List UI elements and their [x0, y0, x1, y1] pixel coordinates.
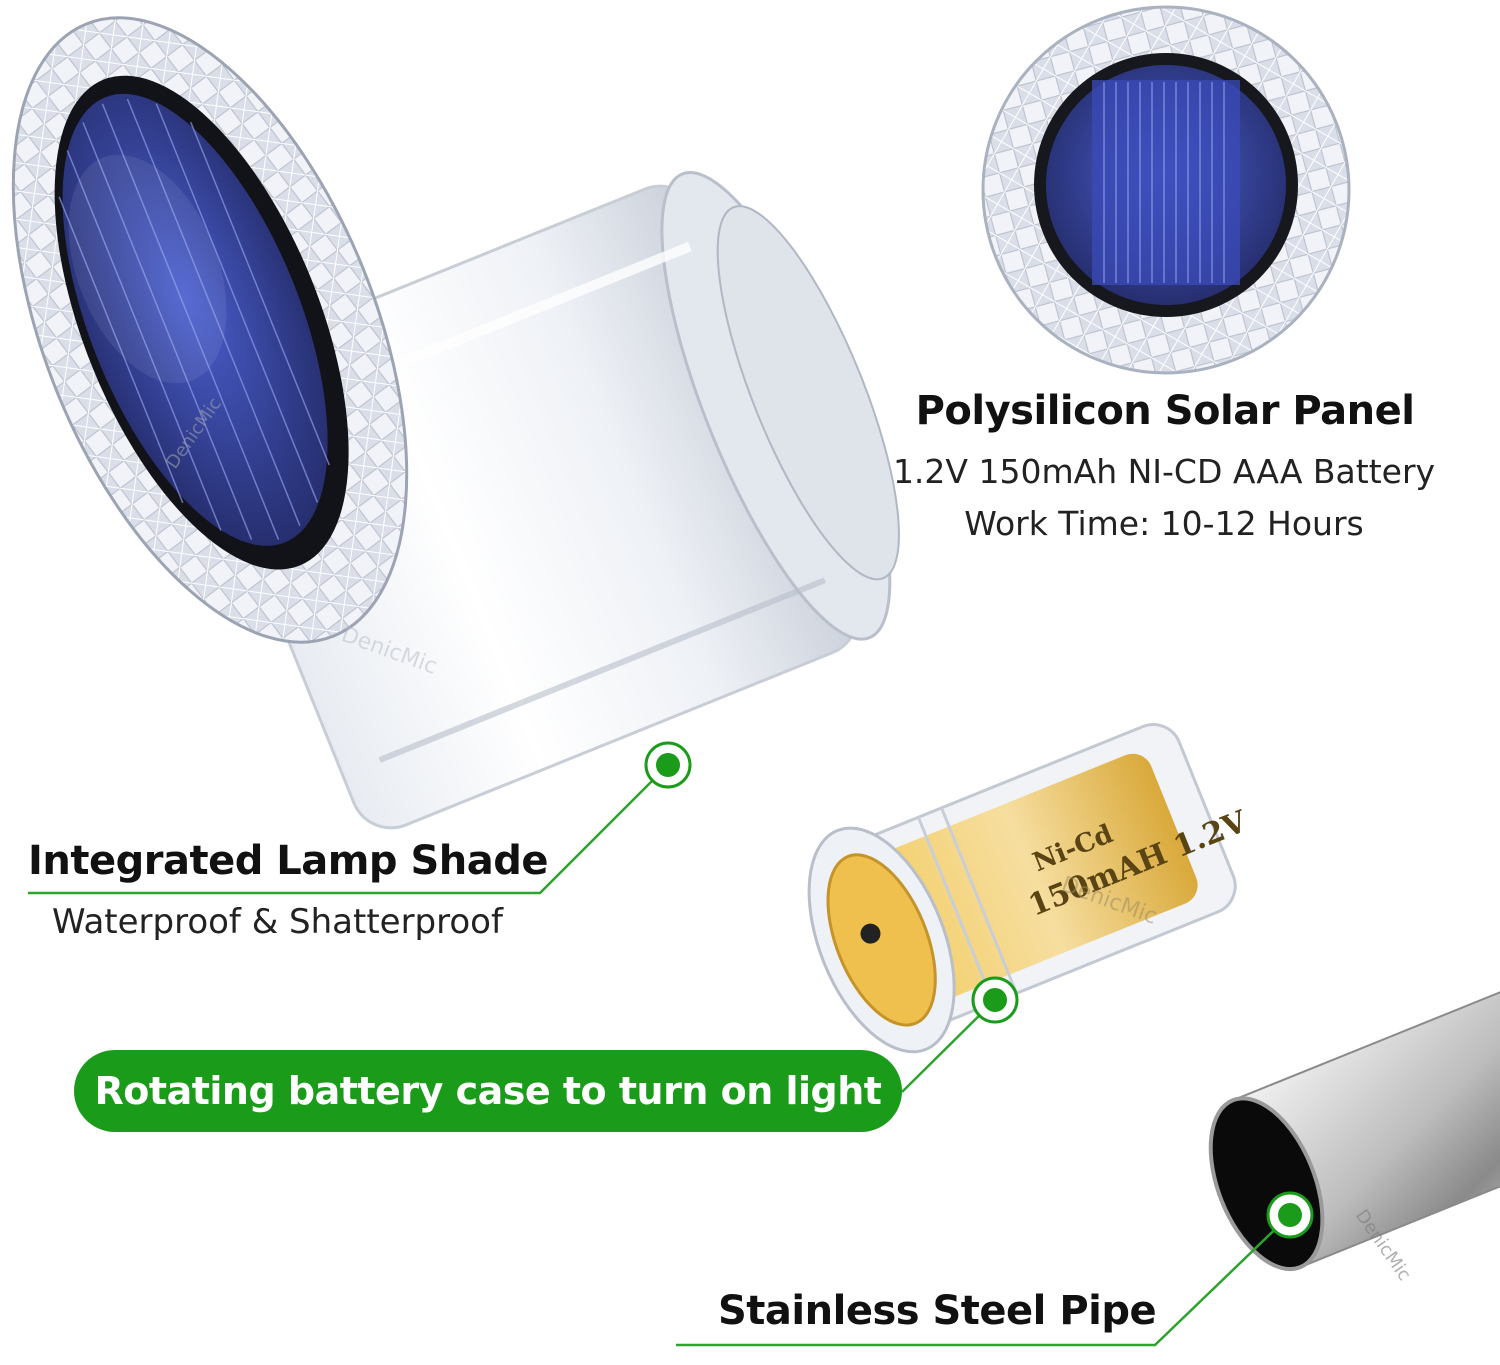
- solar-panel-closeup: [981, 5, 1351, 375]
- lamp-shade-marker-icon: [644, 741, 692, 789]
- steel-pipe-title: Stainless Steel Pipe: [718, 1288, 1157, 1334]
- work-time-text: Work Time: 10-12 Hours: [964, 504, 1364, 543]
- lamp-shade-subtitle: Waterproof & Shatterproof: [52, 902, 503, 942]
- solar-panel-title: Polysilicon Solar Panel: [915, 388, 1415, 434]
- battery-case-marker-icon: [971, 976, 1019, 1024]
- battery-spec-text: 1.2V 150mAh NI-CD AAA Battery: [892, 452, 1436, 491]
- lamp-shade-title: Integrated Lamp Shade: [28, 838, 549, 884]
- battery-case-illustration: Ni-Cd 150mAH 1.2V: [807, 723, 1253, 1054]
- pipe-callout-line: [676, 1214, 1291, 1347]
- rotating-battery-banner: Rotating battery case to turn on light: [74, 1050, 902, 1132]
- lamp-shade-callout-line: [28, 764, 669, 895]
- pipe-marker-icon: [1266, 1191, 1314, 1239]
- steel-pipe-illustration: [1208, 941, 1500, 1272]
- lamp-crystal-ring: [11, 16, 409, 644]
